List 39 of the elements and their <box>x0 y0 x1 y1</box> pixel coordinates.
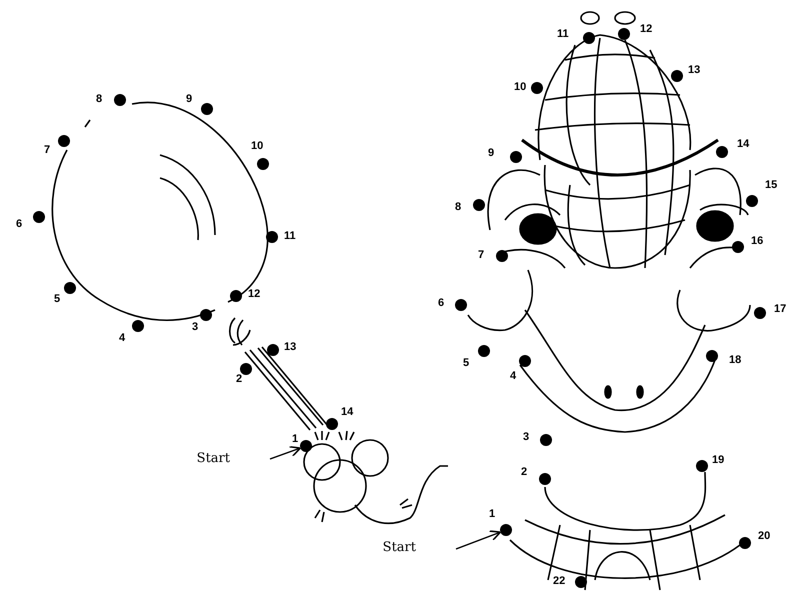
dot-number: 7 <box>478 250 484 261</box>
dot-number: 3 <box>523 432 530 443</box>
dot-number: 22 <box>553 576 566 587</box>
dot-number: 1 <box>489 509 496 520</box>
dot-number: 3 <box>192 322 198 333</box>
dot-number: 5 <box>54 294 60 305</box>
dot-number: 8 <box>455 202 462 213</box>
dot-number: 4 <box>510 371 516 382</box>
dot-number: 16 <box>751 236 764 247</box>
dot-number: 12 <box>248 289 260 300</box>
dot-number: 9 <box>186 94 192 105</box>
dot-number: 11 <box>557 29 569 40</box>
dot-number: 13 <box>284 342 296 353</box>
start-label: Start <box>196 452 230 465</box>
dot-number: 18 <box>729 355 742 366</box>
dot-number: 12 <box>640 24 652 35</box>
dot-number: 14 <box>341 407 354 418</box>
dot-number: 2 <box>236 374 242 385</box>
dot-number: 17 <box>774 304 786 315</box>
dot-number: 6 <box>16 219 22 230</box>
dot-number: 19 <box>712 455 724 466</box>
start-label: Start <box>382 541 416 554</box>
dot-number: 5 <box>463 358 470 369</box>
dot-number: 6 <box>438 298 444 309</box>
dot-number: 4 <box>119 333 126 344</box>
dot-number: 1 <box>292 434 298 445</box>
dot-number: 9 <box>488 148 494 159</box>
dot-number: 20 <box>758 531 770 542</box>
dot-number: 10 <box>514 82 526 93</box>
dot-number: 8 <box>96 94 102 105</box>
dot-number: 11 <box>284 231 296 242</box>
dot-number: 2 <box>521 467 528 478</box>
dot-number: 13 <box>688 65 700 76</box>
arrow <box>270 446 302 460</box>
dot-number: 10 <box>251 141 264 152</box>
arrow <box>456 530 502 550</box>
dot-number: 14 <box>737 139 750 150</box>
dot-number: 7 <box>44 145 50 156</box>
dot-number: 15 <box>765 180 778 191</box>
